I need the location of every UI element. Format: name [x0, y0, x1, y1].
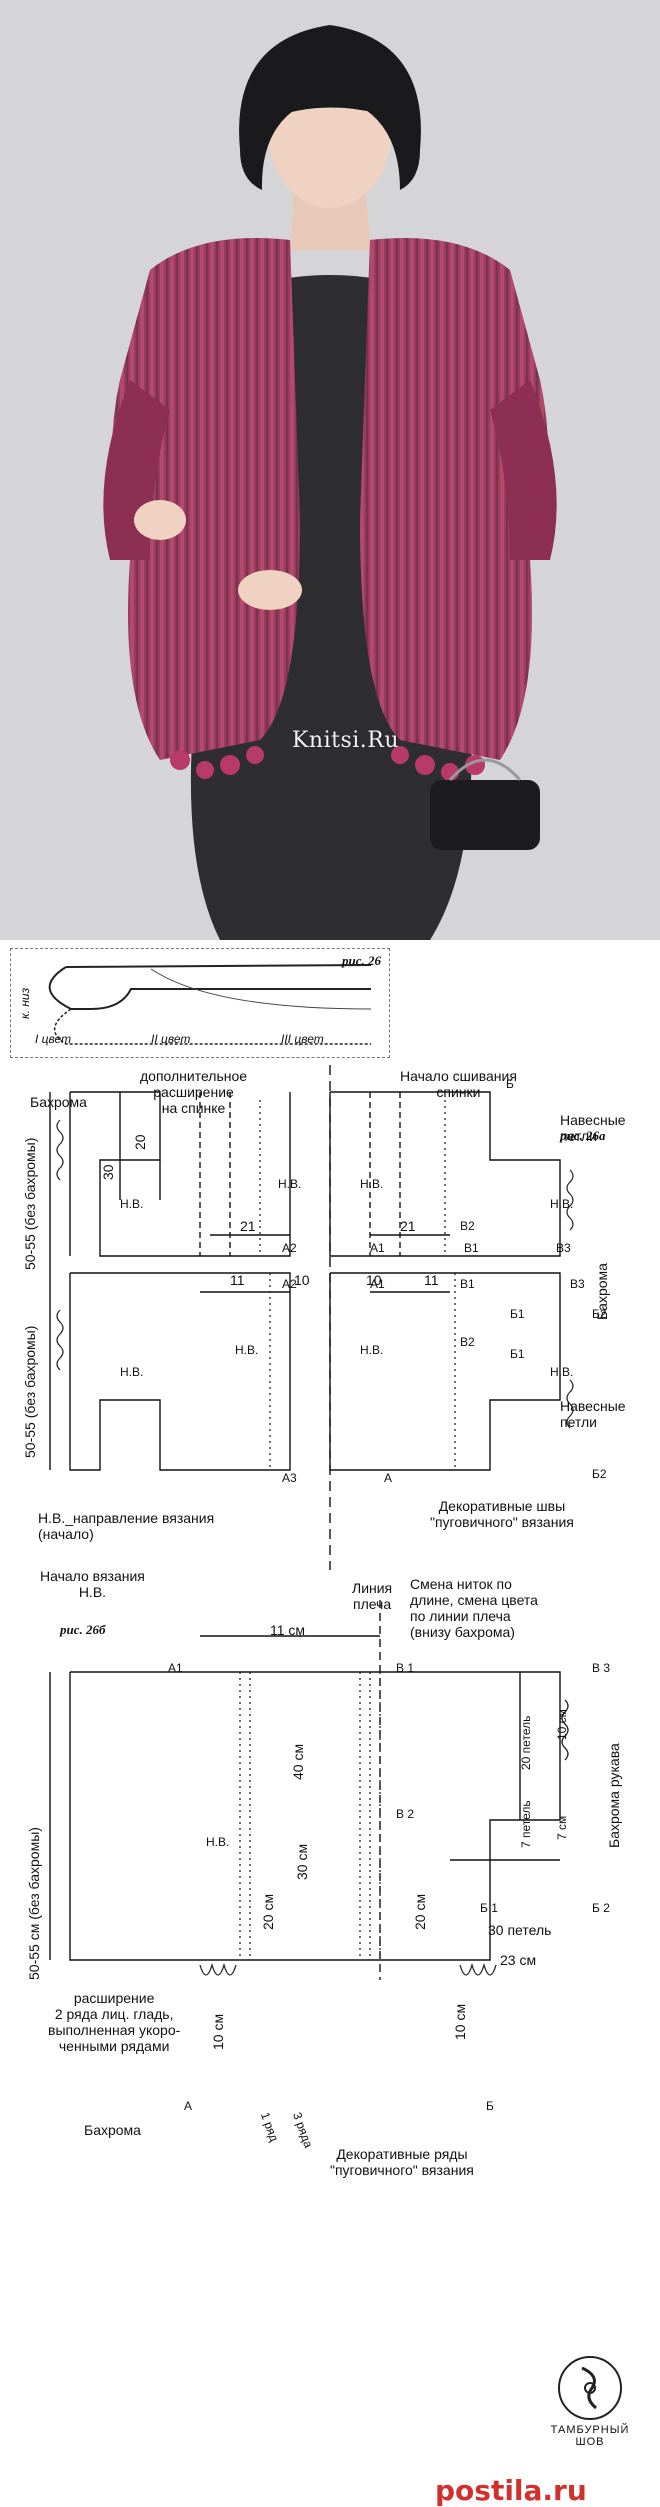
fig26a-decor-seams: Декоративные швы "пуговичного" вязания	[430, 1498, 574, 1530]
point-A2-a: А2	[282, 1241, 297, 1255]
fig26b-point-A1: А1	[168, 1661, 183, 1675]
fig26a-seam-start: Начало сшивания спинки	[400, 1068, 517, 1100]
point-A3: А3	[282, 1471, 297, 1485]
fig26b-dim-23cm: 23 см	[500, 1952, 537, 1968]
fig26a-dim-11: 11	[230, 1272, 245, 1288]
fig26a-height-upper: 50-55 (без бахромы)	[22, 1137, 38, 1270]
fig26b-point-A: А	[184, 2099, 193, 2113]
fig26a-dim-11b: 11	[424, 1272, 439, 1288]
fig26b-point-V1: В 1	[396, 1661, 415, 1675]
fig26b-fringe: Бахрома	[84, 2122, 141, 2138]
fig26b-dim-10cm: 10 см	[210, 2013, 226, 2050]
fig26b-expansion-note: расширение 2 ряда лиц. гладь, выполненна…	[48, 1990, 181, 2054]
fig26b-dim-30cm: 30 см	[294, 1843, 310, 1880]
fig26b-title: рис. 26б	[60, 1622, 106, 1637]
fig26a-title: рис. 26а	[560, 1128, 606, 1143]
point-V2-a: В2	[460, 1219, 475, 1233]
point-A1-b: А1	[370, 1277, 385, 1291]
tambour-stitch-logo: ТАМБУРНЫЙ ШОВ	[545, 2356, 635, 2448]
watermark: Knitsi.Ru	[292, 728, 400, 753]
point-B-top: Б	[506, 1077, 514, 1091]
fig26b-sleeve-fringe: Бахрома рукава	[606, 1743, 622, 1848]
fig26a-dim-20: 20	[132, 1134, 148, 1150]
fig26a-dim-30: 30	[100, 1164, 116, 1180]
point-B2-a: Б2	[592, 1307, 607, 1321]
fig26b-dim-20cm-b: 20 см	[412, 1893, 428, 1930]
fig26a-hv-6: Н.В.	[235, 1343, 259, 1357]
fig26a-height-lower: 50-55 (без бахромы)	[22, 1325, 38, 1458]
point-B1-a: Б1	[510, 1307, 525, 1321]
fig26a-dim-10: 10	[294, 1272, 310, 1288]
fig26b-height: 50-55 см (без бахромы)	[26, 1827, 42, 1980]
fig26a-extra-expansion: дополнительное расширение на спинке	[140, 1068, 248, 1116]
fig26b-dim-10cm-r: 10 см	[555, 1709, 569, 1740]
point-V1-b: В1	[460, 1277, 475, 1291]
fig26a-hv-3: Н.В.	[360, 1177, 384, 1191]
fig26a-hv-8: Н.В.	[550, 1365, 574, 1379]
fig26a-dim-21b: 21	[400, 1218, 416, 1234]
point-A1-a: А1	[370, 1241, 385, 1255]
model-illustration	[0, 0, 660, 940]
fig26a-hv-2: Н.В.	[278, 1177, 302, 1191]
fig26b-point-V3: В 3	[592, 1661, 611, 1675]
fig26b-dim-11cm: 11 см	[270, 1622, 306, 1638]
sketch-label-color3: III цвет	[281, 1032, 324, 1046]
sketch-label-hem: к. низ	[18, 987, 32, 1019]
fig26b-point-B2: Б 2	[592, 1901, 610, 1915]
fig26a-dim-21: 21	[240, 1218, 256, 1234]
tambour-hook-icon	[558, 2356, 622, 2420]
fig26b-dim-20loops: 20 петель	[519, 1715, 533, 1770]
fig26a-hanging-loops-2: Навесные петли	[560, 1398, 626, 1430]
schematic-drawing	[49, 1065, 574, 1980]
postila-logo[interactable]: postila.ru	[435, 2474, 587, 2507]
fig26b-dim-7loops: 7 петель	[519, 1800, 533, 1848]
fig26b-dim-40cm: 40 см	[290, 1743, 306, 1780]
point-B1-b: Б1	[510, 1347, 525, 1361]
point-V2-b: В2	[460, 1335, 475, 1349]
fig26b-point-V2: В 2	[396, 1807, 415, 1821]
point-A2-b: А2	[282, 1277, 297, 1291]
fig26b-dim-30loops: 30 петель	[488, 1922, 552, 1938]
fig26a-hv-5: Н.В.	[120, 1365, 144, 1379]
tambour-stitch-label: ТАМБУРНЫЙ ШОВ	[550, 2424, 630, 2448]
fig26a-hanging-loops: Навесные петли	[560, 1112, 626, 1144]
fig26b-dim-20cm: 20 см	[260, 1893, 276, 1930]
point-V3-b: В3	[570, 1277, 585, 1291]
point-A: А	[384, 1471, 393, 1485]
fig26a-fringe-label: Бахрома	[30, 1094, 87, 1110]
fig26b-dim-7cm: 7 см	[555, 1815, 569, 1840]
fig26a-hv-1: Н.В.	[120, 1197, 144, 1211]
sketch-label-color2: II цвет	[151, 1032, 191, 1046]
sketch-diagram: рис. 26 I цвет II цвет III цвет к. низ	[10, 948, 390, 1058]
fig26a-legend: Н.В._направление вязания (начало)	[38, 1510, 215, 1542]
model-photo: Knitsi.Ru	[0, 0, 660, 940]
point-B2-b: Б2	[592, 1467, 607, 1481]
footer-strip	[390, 2470, 660, 2507]
sketch-title: рис. 26	[342, 953, 381, 968]
fig26b-point-B1: Б 1	[480, 1901, 498, 1915]
point-V1-a: В1	[464, 1241, 479, 1255]
sketch-label-color1: I цвет	[35, 1032, 72, 1046]
sketch-lines	[48, 964, 372, 1045]
fig26a-dim-10b: 10	[366, 1272, 382, 1288]
fig26a-hv-7: Н.В.	[360, 1343, 384, 1357]
fig26b-dim-10cm-b: 10 см	[452, 2003, 468, 2040]
fig26b-knit-start: Начало вязания Н.В.	[40, 1568, 145, 1600]
fig26a-hv-4: Н.В.	[550, 1197, 574, 1211]
point-V3-a: В3	[556, 1241, 571, 1255]
fig26b-shoulder-line: Линия плеча	[352, 1580, 393, 1612]
fig26b-point-B: Б	[486, 2099, 494, 2113]
fig26b-thread-change: Смена ниток по длине, смена цвета по лин…	[410, 1576, 538, 1640]
fig26b-hv: Н.В.	[206, 1835, 230, 1849]
fig26b-decor-rows: Декоративные ряды "пуговичного" вязания	[330, 2146, 474, 2178]
